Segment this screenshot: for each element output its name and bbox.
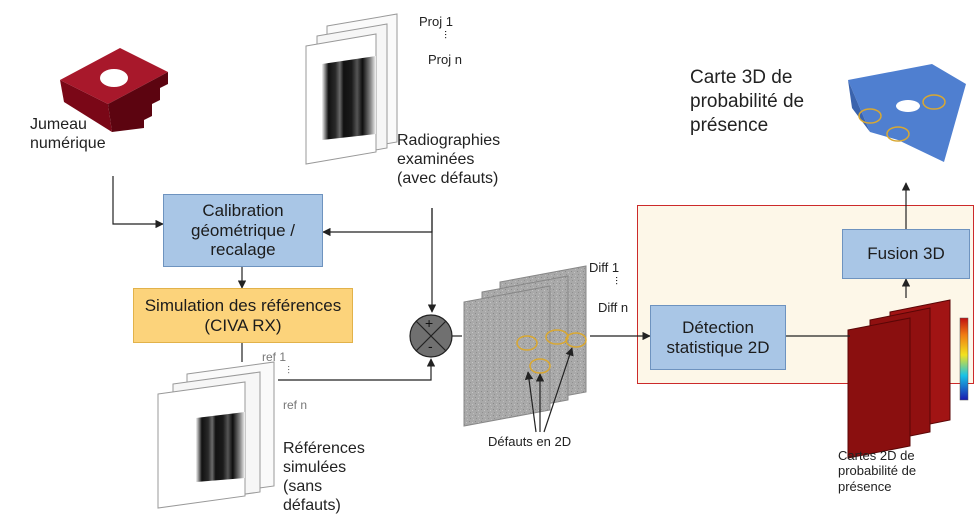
probability-part-icon: [848, 64, 966, 162]
maps-2d-caption: Cartes 2D de probabilité de présence: [838, 448, 917, 494]
operator-minus: -: [428, 338, 433, 354]
calibration-label: Calibration géométrique / recalage: [191, 201, 295, 260]
proj-dots: ...: [441, 30, 454, 40]
calibration-box: Calibration géométrique / recalage: [163, 194, 323, 267]
ref-first-label: ref 1: [262, 350, 287, 364]
ref-last-label: ref n: [283, 398, 308, 412]
simulation-box: Simulation des références (CIVA RX): [133, 288, 353, 343]
connectors: [112, 176, 911, 433]
radiography-stack-icon: [305, 13, 398, 165]
detection-box: Détection statistique 2D: [650, 305, 786, 370]
detection-label: Détection statistique 2D: [666, 317, 770, 357]
difference-stack-icon: [463, 265, 587, 427]
ref-dots: ...: [284, 365, 297, 375]
fusion-box: Fusion 3D: [842, 229, 970, 279]
simulation-label: Simulation des références (CIVA RX): [144, 295, 342, 335]
diff-first-label: Diff 1: [589, 260, 620, 275]
red-part-icon: [60, 48, 168, 132]
references-caption: Références simulées (sans défauts): [283, 440, 365, 514]
proj-first-label: Proj 1: [419, 14, 453, 29]
operator-plus: +: [425, 315, 434, 331]
diff-last-label: Diff n: [598, 300, 629, 315]
digital-twin-label: Jumeau numérique: [30, 116, 106, 152]
fusion-label: Fusion 3D: [867, 244, 945, 264]
proj-last-label: Proj n: [428, 52, 462, 67]
defects-2d-label: Défauts en 2D: [488, 434, 572, 449]
diff-dots: ...: [612, 276, 625, 286]
carte3d-title: Carte 3D de probabilité de présence: [690, 67, 805, 136]
radiographies-caption: Radiographies examinées (avec défauts): [397, 132, 501, 187]
reference-stack-icon: [157, 361, 275, 509]
probability-maps-icon: [847, 299, 969, 459]
subtraction-operator-icon: [409, 314, 453, 358]
